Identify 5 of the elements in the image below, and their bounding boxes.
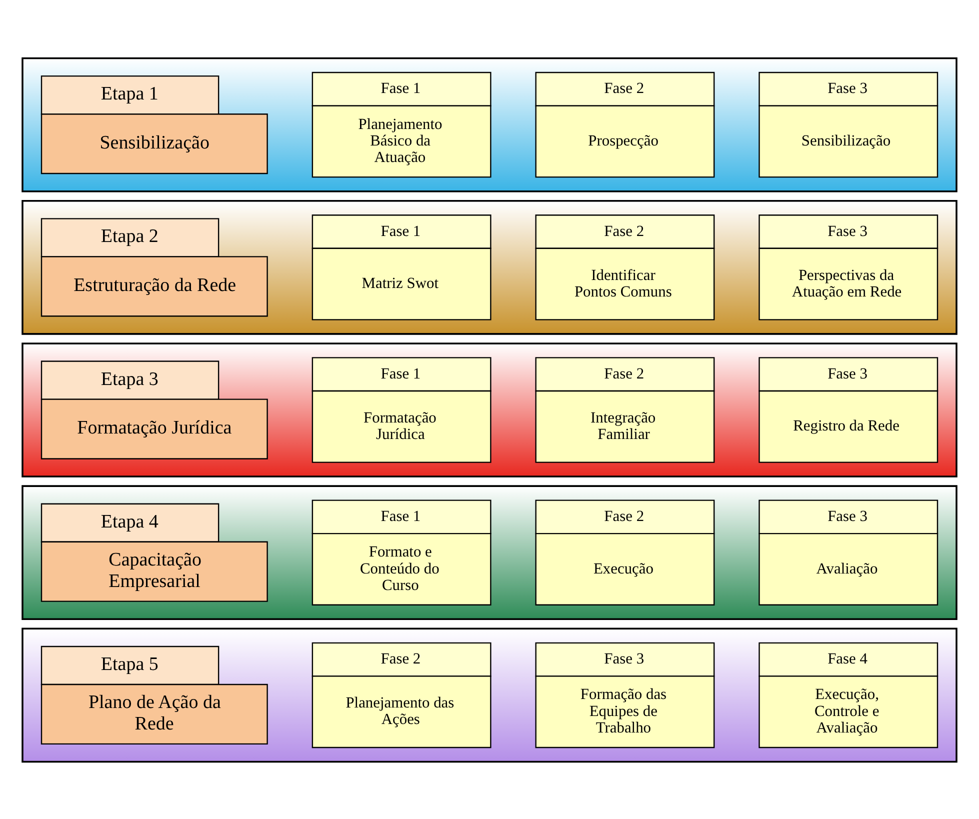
cluster (22, 342, 958, 477)
cluster (22, 56, 958, 192)
cluster (22, 484, 958, 620)
cluster (22, 199, 958, 334)
cluster (22, 627, 958, 762)
